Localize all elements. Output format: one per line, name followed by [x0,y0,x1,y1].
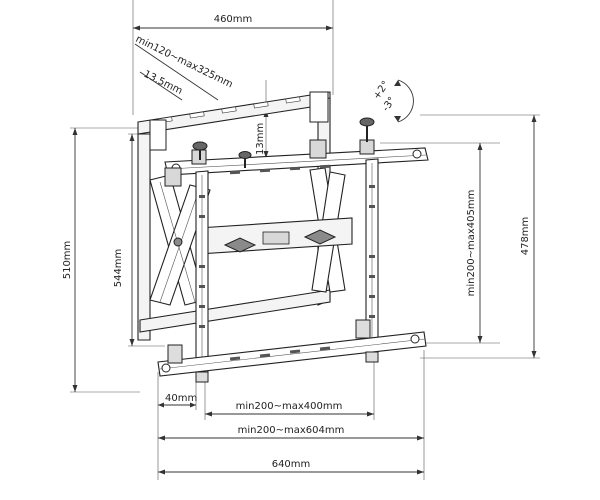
label-vertical-range: min200~max405mm [466,190,477,297]
dim-inner-height: 544mm [113,133,165,347]
dim-top-width: 460mm [132,0,334,115]
dim-left-height: 510mm [62,127,140,393]
label-inner-height: 544mm [113,249,124,288]
label-bottom-width: 640mm [272,459,311,470]
bottom-rail [157,331,427,377]
middle-bar [197,217,353,255]
dim-horizontal-small: min200~max400mm [205,401,374,417]
label-horizontal-large: min200~max604mm [238,425,345,436]
upright-slots [199,185,375,328]
dim-clearance: 13mm [255,80,269,158]
bottom-rail-slots [229,164,331,361]
label-top-width: 460mm [214,14,253,25]
dim-bracket-range: min120~max325mm [134,34,234,101]
dim-right-height: 478mm [420,114,540,359]
label-clearance: 13mm [255,123,266,155]
label-horizontal-small: min200~max400mm [236,401,343,412]
dim-horizontal-large: min200~max604mm [158,425,424,441]
knob-icon [238,151,252,168]
label-bottom-offset: 40mm [165,393,197,404]
mount-illustration [137,91,429,383]
label-left-height: 510mm [62,241,73,280]
knob-icon [192,141,208,160]
top-clamps [149,91,375,187]
dim-bottom-offset: 40mm [158,393,197,408]
knob-icon [359,117,375,142]
tilt-indicator: +2° -3° [371,79,414,123]
dim-vertical-range: min200~max405mm [380,142,500,344]
bottom-feet [167,319,379,383]
dim-bottom-width: 640mm [158,459,424,475]
dim-bracket-offset: 13.5mm [139,69,184,101]
label-right-height: 478mm [520,217,531,256]
